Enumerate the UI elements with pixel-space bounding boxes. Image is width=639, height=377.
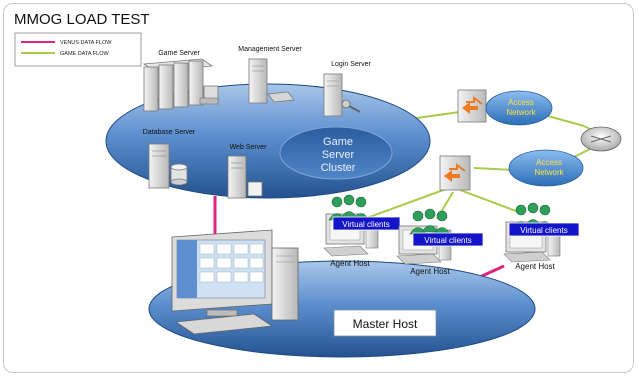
virtual-clients-3-label: Virtual clients [520,226,567,235]
people-group-1-icon [328,194,370,221]
virtual-clients-2-badge [412,232,484,247]
database-server-icon [148,143,170,189]
cluster-label-line3: Cluster [321,162,356,174]
database-server-label: Database Server [143,129,196,136]
access-network-1 [485,90,553,126]
master-host-label: Master Host [353,317,418,331]
diagram-frame: MMOG LOAD TEST VENUS DATA FLOW GAME DATA… [3,3,634,373]
management-server-label: Management Server [238,46,302,53]
game-server-icon [142,58,219,112]
legend-game-label: GAME DATA FLOW [60,51,109,57]
key-icon [341,99,361,113]
access-switch-1-icon [457,89,487,123]
database-cylinder-icon [170,163,188,186]
access-network-2-line1: Access [536,158,562,167]
access-network-2-line2: Network [534,168,564,177]
master-host-box [333,309,437,337]
access-switch-2-icon [439,155,471,191]
agent-host-1-label: Agent Host [330,259,370,268]
diagram-title: MMOG LOAD TEST [14,11,150,28]
virtual-clients-2-label: Virtual clients [424,236,471,245]
virtual-clients-1-badge [332,216,401,231]
cluster-label-line1: Game [323,136,353,148]
login-server-icon [323,73,343,117]
game-server-label: Game Server [158,50,200,57]
router-icon [580,126,622,152]
legend-venus-label: VENUS DATA FLOW [60,40,112,46]
access-network-1-line2: Network [506,108,536,117]
agent-host-3-label: Agent Host [515,262,555,271]
cluster-label-line2: Server [322,149,355,161]
people-group-2-icon [409,208,451,235]
web-server-label: Web Server [230,144,267,151]
master-host-computer-icon [171,229,299,335]
virtual-clients-3-badge [508,222,580,237]
network-diagram: MMOG LOAD TEST VENUS DATA FLOW GAME DATA… [14,11,622,358]
legend: VENUS DATA FLOW GAME DATA FLOW [14,32,142,67]
access-network-2 [508,149,584,187]
login-server-label: Login Server [331,61,371,68]
virtual-clients-1-label: Virtual clients [342,220,389,229]
management-server-icon [248,58,295,104]
game-server-cluster [279,126,393,180]
agent-host-2-label: Agent Host [410,267,450,276]
web-server-icon [227,155,263,199]
access-network-1-line1: Access [508,98,534,107]
